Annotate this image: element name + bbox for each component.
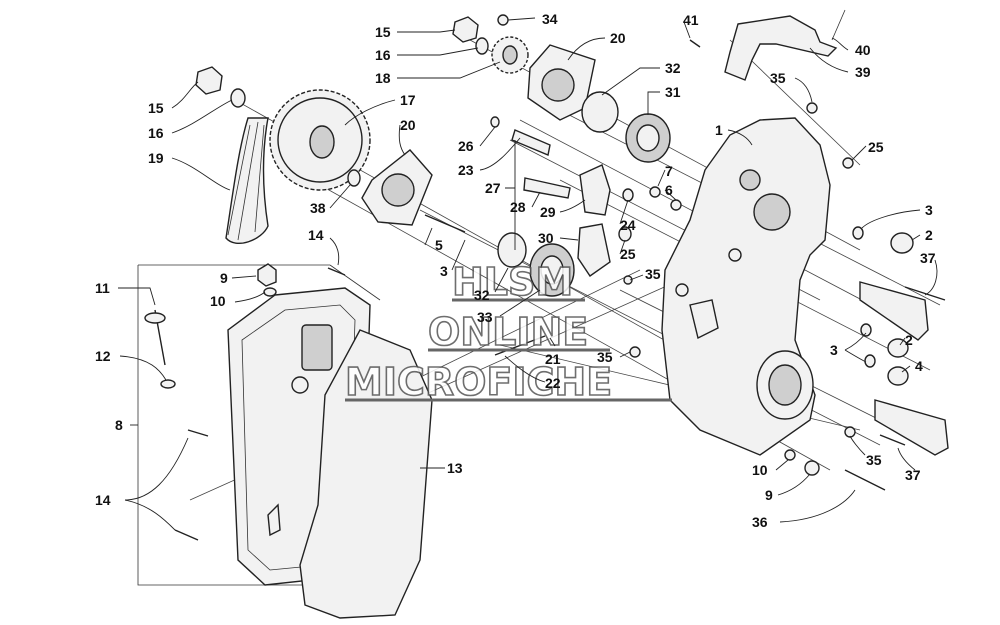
callout-35: 35: [597, 349, 613, 365]
callout-39: 39: [855, 64, 871, 80]
callout-41: 41: [683, 12, 699, 28]
callout-9: 9: [220, 270, 228, 286]
callout-25: 25: [868, 139, 884, 155]
callout-30: 30: [538, 230, 554, 246]
cover-fasteners: [144, 263, 346, 541]
callout-14: 14: [308, 227, 324, 243]
bolt-22: [494, 335, 546, 356]
seal-bearing-top: [581, 91, 671, 163]
callout-3: 3: [440, 263, 448, 279]
spacer: [347, 169, 361, 187]
callout-3: 3: [925, 202, 933, 218]
callout-36: 36: [752, 514, 768, 530]
callout-34: 34: [542, 11, 558, 27]
callout-37: 37: [920, 250, 936, 266]
callout-13: 13: [447, 460, 463, 476]
watermark-line2: ONLINE: [428, 310, 588, 354]
nut-washer-left: [195, 66, 246, 108]
callout-6: 6: [665, 182, 673, 198]
callout-38: 38: [310, 200, 326, 216]
watermark-line1: HLSM: [452, 260, 573, 304]
callout-31: 31: [665, 84, 681, 100]
cover-gasket: [299, 329, 433, 619]
callout-32: 32: [665, 60, 681, 76]
callout-26: 26: [458, 138, 474, 154]
callout-3: 3: [830, 342, 838, 358]
callout-20: 20: [400, 117, 416, 133]
callout-16: 16: [148, 125, 164, 141]
callout-15: 15: [375, 24, 391, 40]
drive-chain: [225, 117, 269, 244]
callout-8: 8: [115, 417, 123, 433]
assembly-8-bracket: [137, 264, 381, 586]
chain-tensioner: [577, 223, 611, 277]
watermark: HLSM ONLINE MICROFICHE: [344, 259, 672, 405]
callout-22: 22: [545, 375, 561, 391]
callout-27: 27: [485, 180, 501, 196]
callout-2: 2: [905, 332, 913, 348]
callout-2: 2: [925, 227, 933, 243]
callout-10: 10: [752, 462, 768, 478]
callout-35: 35: [866, 452, 882, 468]
callout-14: 14: [95, 492, 111, 508]
callout-11: 11: [95, 280, 110, 296]
watermark-line3: MICROFICHE: [345, 360, 612, 404]
callout-18: 18: [375, 70, 391, 86]
callout-33: 33: [477, 309, 493, 325]
callout-15: 15: [148, 100, 164, 116]
callout-25: 25: [620, 246, 636, 262]
callout-16: 16: [375, 47, 391, 63]
seal-bearing-middle: [497, 232, 575, 297]
callout-32: 32: [474, 287, 490, 303]
callout-21: 21: [545, 351, 561, 367]
small-sprocket-top: [452, 14, 529, 74]
callout-37: 37: [905, 467, 921, 483]
callout-12: 12: [95, 348, 111, 364]
bearing-plate-top: [527, 44, 596, 121]
callout-5: 5: [435, 237, 443, 253]
bearing-plate-left: [361, 149, 433, 226]
callout-35: 35: [770, 70, 786, 86]
callout-7: 7: [665, 163, 673, 179]
chain-case-housing: [661, 117, 831, 456]
callout-10: 10: [210, 293, 226, 309]
callout-23: 23: [458, 162, 474, 178]
right-fasteners: [623, 102, 949, 491]
tensioner-pivot-parts: [490, 116, 634, 242]
callout-9: 9: [765, 487, 773, 503]
callout-4: 4: [915, 358, 923, 374]
callout-19: 19: [148, 150, 164, 166]
callout-29: 29: [540, 204, 556, 220]
callout-17: 17: [400, 92, 416, 108]
large-sprocket: [269, 89, 371, 191]
callout-35: 35: [645, 266, 661, 282]
stud: [424, 214, 466, 233]
callout-1: 1: [715, 122, 723, 138]
callouts: 15 34 16 18 20 41 40 39 15 16 17 19 20 3…: [95, 11, 938, 531]
callout-20: 20: [610, 30, 626, 46]
callout-24: 24: [620, 217, 636, 233]
callout-28: 28: [510, 199, 526, 215]
bracket-39: [689, 9, 846, 81]
callout-40: 40: [855, 42, 871, 58]
